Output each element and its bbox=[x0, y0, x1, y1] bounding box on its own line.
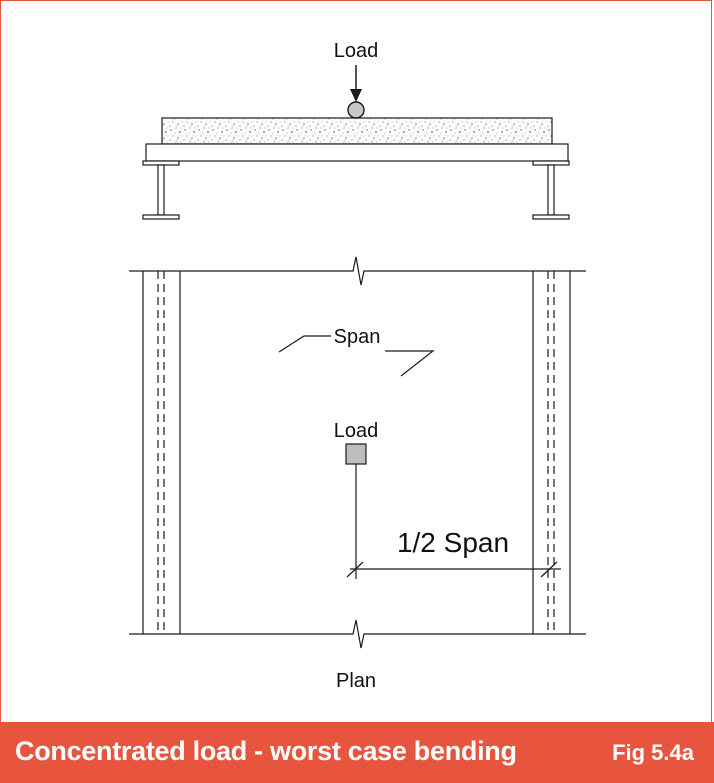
half-span-label: 1/2 Span bbox=[397, 527, 509, 558]
load-arrow bbox=[350, 65, 362, 102]
span-direction-symbol bbox=[278, 335, 435, 377]
concrete-slab bbox=[161, 117, 553, 145]
plan-left-beam bbox=[142, 271, 181, 634]
section-load-label: Load bbox=[334, 40, 379, 62]
plan-load-square bbox=[345, 443, 367, 465]
plan-top-edge bbox=[129, 256, 586, 286]
caption-title: Concentrated load - worst case bending bbox=[15, 736, 517, 766]
left-steel-beam bbox=[142, 160, 180, 220]
plan-bottom-edge bbox=[129, 619, 586, 649]
plan-right-beam bbox=[532, 271, 571, 634]
span-label: Span bbox=[334, 326, 381, 348]
half-span-dimension bbox=[346, 464, 561, 579]
plan-load-label: Load bbox=[334, 420, 379, 442]
caption-bar: Concentrated load - worst case bending F… bbox=[0, 722, 714, 783]
figure-number: Fig 5.4a bbox=[612, 740, 694, 765]
right-steel-beam bbox=[532, 160, 570, 220]
deck-plate bbox=[145, 143, 569, 162]
plan-label: Plan bbox=[336, 670, 376, 692]
point-load-marker bbox=[347, 101, 365, 119]
beam-diagram: Load bbox=[129, 40, 586, 692]
